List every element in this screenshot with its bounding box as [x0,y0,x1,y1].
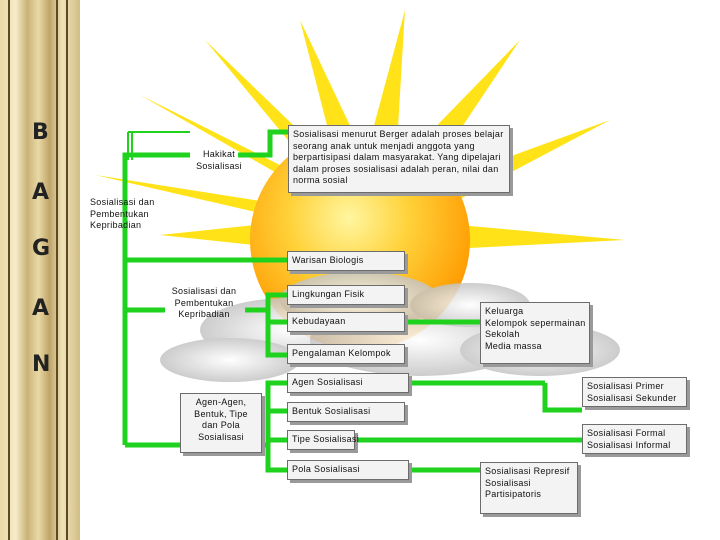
side-letter-a2: A [32,296,50,321]
node-tipe-sosialisasi: Tipe Sosialisasi [287,430,359,450]
left-decorative-strip [0,0,80,540]
node-bentuk-sosialisasi: Bentuk Sosialisasi [287,402,405,422]
node-warisan-biologis: Warisan Biologis [287,251,405,271]
node-definition: Sosialisasi menurut Berger adalah proses… [288,125,510,193]
node-kebudayaan: Kebudayaan [287,312,405,332]
node-hakikat-sosialisasi: Hakikat Sosialisasi [196,149,242,171]
side-letter-g: G [32,236,51,261]
node-primer-sekunder: Sosialisasi Primer Sosialisasi Sekunder [582,377,687,407]
node-root: Sosialisasi dan Pembentukan Kepribadian [90,197,155,230]
node-keluarga: Keluarga Kelompok sepermainan Sekolah Me… [480,302,590,364]
side-letter-n: N [32,352,51,377]
node-pembentukan: Sosialisasi dan Pembentukan Kepribadian [171,286,237,319]
node-formal-informal: Sosialisasi Formal Sosialisasi Informal [582,424,687,454]
node-pola-sosialisasi: Pola Sosialisasi [287,460,409,480]
node-represif-partisipatoris: Sosialisasi Represif Sosialisasi Partisi… [480,462,578,514]
side-letter-a: A [32,180,50,205]
bracket-lines [127,131,190,160]
node-agen-sosialisasi: Agen Sosialisasi [287,373,409,393]
node-pengalaman-kelompok: Pengalaman Kelompok [287,344,405,364]
connector-lines [122,129,582,473]
side-letter-b: B [32,120,49,145]
node-lingkungan-fisik: Lingkungan Fisik [287,285,405,305]
node-agen-agen: Agen-Agen, Bentuk, Tipe dan Pola Sosiali… [180,393,262,453]
